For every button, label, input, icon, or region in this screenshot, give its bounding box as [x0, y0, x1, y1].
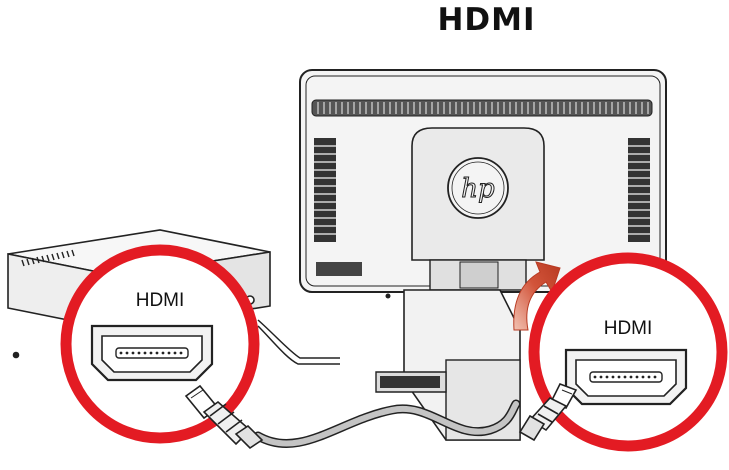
curved-arrow-icon	[513, 261, 561, 331]
right-callout-label: HDMI	[604, 318, 653, 339]
hdmi-port-icon	[564, 348, 688, 406]
side-vent-left	[314, 138, 336, 242]
side-vent-right	[628, 138, 650, 242]
monitor: hp	[299, 69, 667, 441]
hdmi-port-icon	[90, 324, 214, 382]
hdmi-cable	[253, 399, 521, 449]
right-callout: HDMI	[528, 252, 728, 452]
hdmi-plug-icon	[184, 384, 264, 450]
left-callout-label: HDMI	[136, 290, 185, 311]
hdmi-plug-icon	[518, 382, 578, 442]
power-cable	[257, 319, 340, 359]
svg-text:hp: hp	[461, 174, 495, 204]
top-vent	[311, 99, 653, 117]
diagram-title: HDMI	[437, 2, 536, 38]
left-callout: HDMI	[60, 244, 260, 444]
hp-logo-icon: hp	[447, 157, 509, 219]
